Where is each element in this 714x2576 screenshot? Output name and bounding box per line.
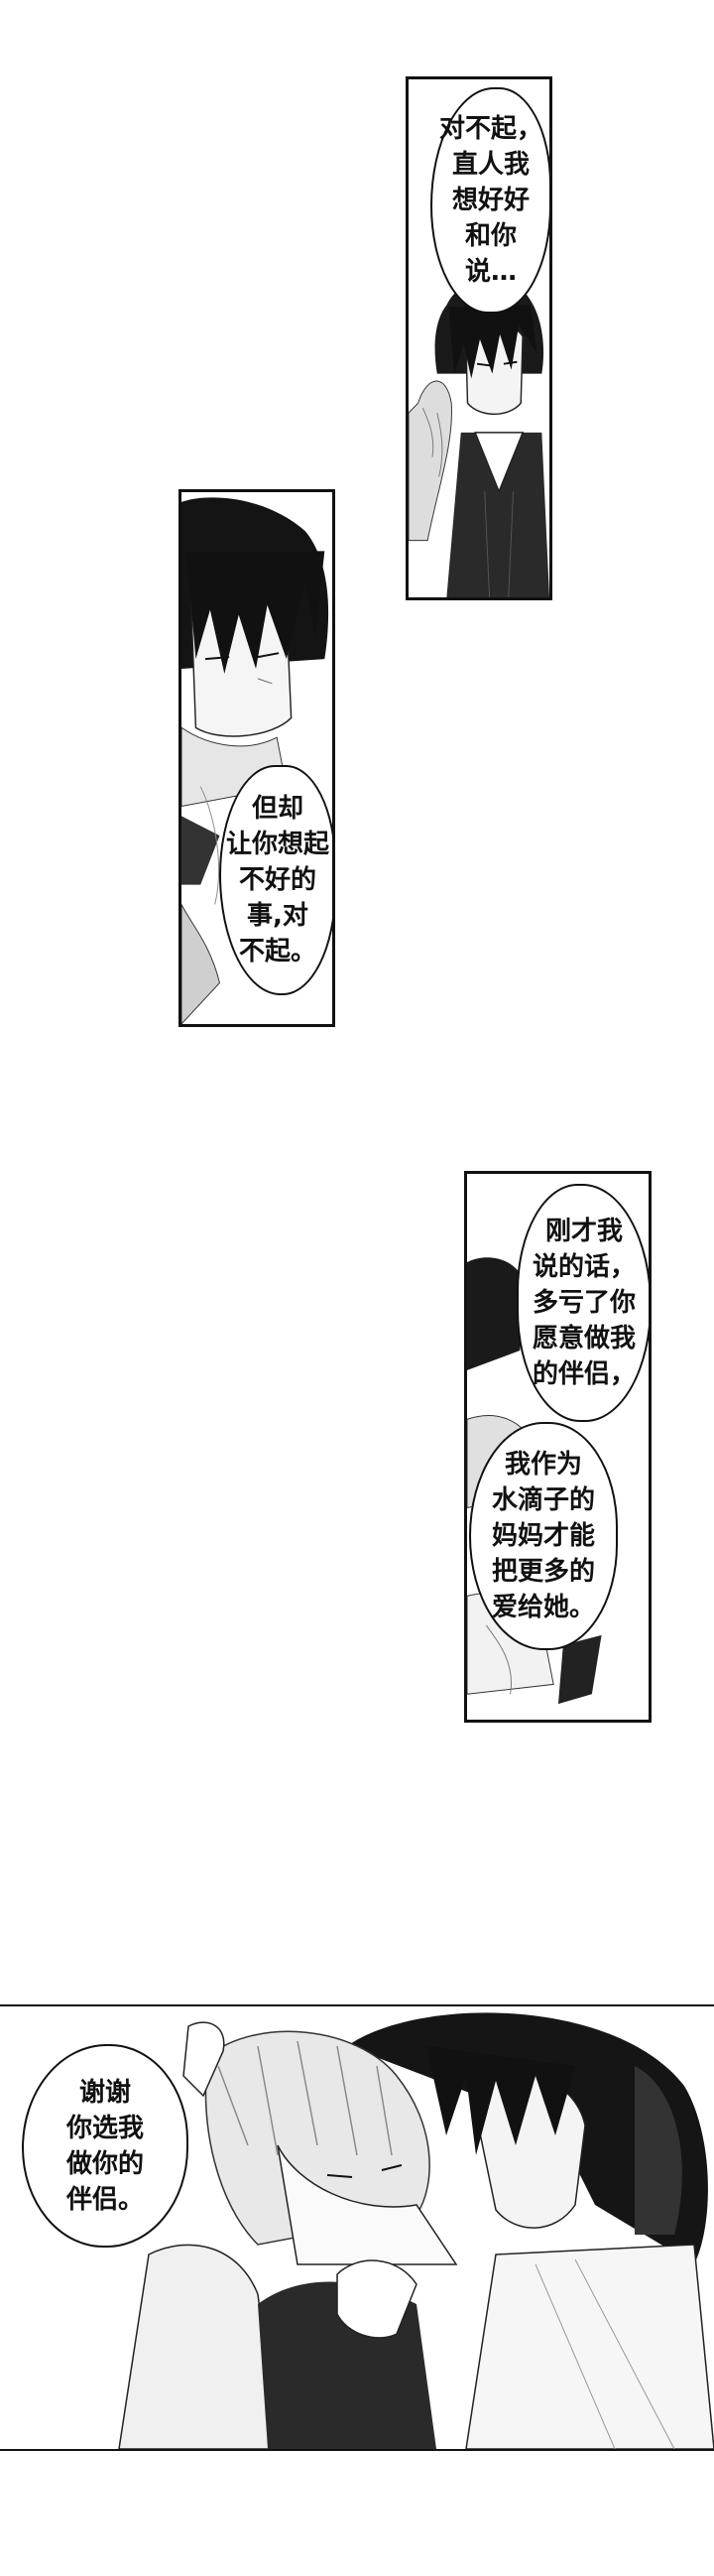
manga-panel-3: 刚才我 说的话， 多亏了你 愿意做我 的伴侣， 我作为 水滴子的 妈妈才能 把更… bbox=[464, 1171, 652, 1723]
speech-bubble: 对不起， 直人我 想好好 和你 说… bbox=[430, 87, 549, 314]
couple-embrace-illustration bbox=[0, 2006, 714, 2449]
speech-text: 对不起， 直人我 想好好 和你 说… bbox=[438, 114, 542, 287]
manga-panel-4: 谢谢 你选我 做你的 伴侣。 bbox=[0, 2006, 714, 2449]
manga-panel-1: 对不起， 直人我 想好好 和你 说… bbox=[406, 76, 552, 600]
panel-border-bottom bbox=[0, 2449, 714, 2451]
speech-text: 刚才我 说的话， 多亏了你 愿意做我 的伴侣， bbox=[532, 1217, 636, 1389]
speech-text: 我作为 水滴子的 妈妈才能 把更多的 爱给她。 bbox=[491, 1450, 595, 1622]
panel-border-top bbox=[0, 2004, 714, 2006]
character-illustration bbox=[181, 492, 332, 1024]
speech-bubble: 但却 让你想起 不好的 事,对 不起。 bbox=[219, 765, 332, 995]
speech-text: 谢谢 你选我 做你的 伴侣。 bbox=[65, 2077, 144, 2215]
speech-text: 但却 让你想起 不好的 事,对 不起。 bbox=[225, 794, 329, 966]
speech-bubble: 我作为 水滴子的 妈妈才能 把更多的 爱给她。 bbox=[469, 1422, 618, 1650]
speech-bubble: 谢谢 你选我 做你的 伴侣。 bbox=[22, 2044, 188, 2248]
speech-bubble: 刚才我 说的话， 多亏了你 愿意做我 的伴侣， bbox=[517, 1184, 649, 1422]
manga-panel-2: 但却 让你想起 不好的 事,对 不起。 bbox=[178, 489, 335, 1027]
